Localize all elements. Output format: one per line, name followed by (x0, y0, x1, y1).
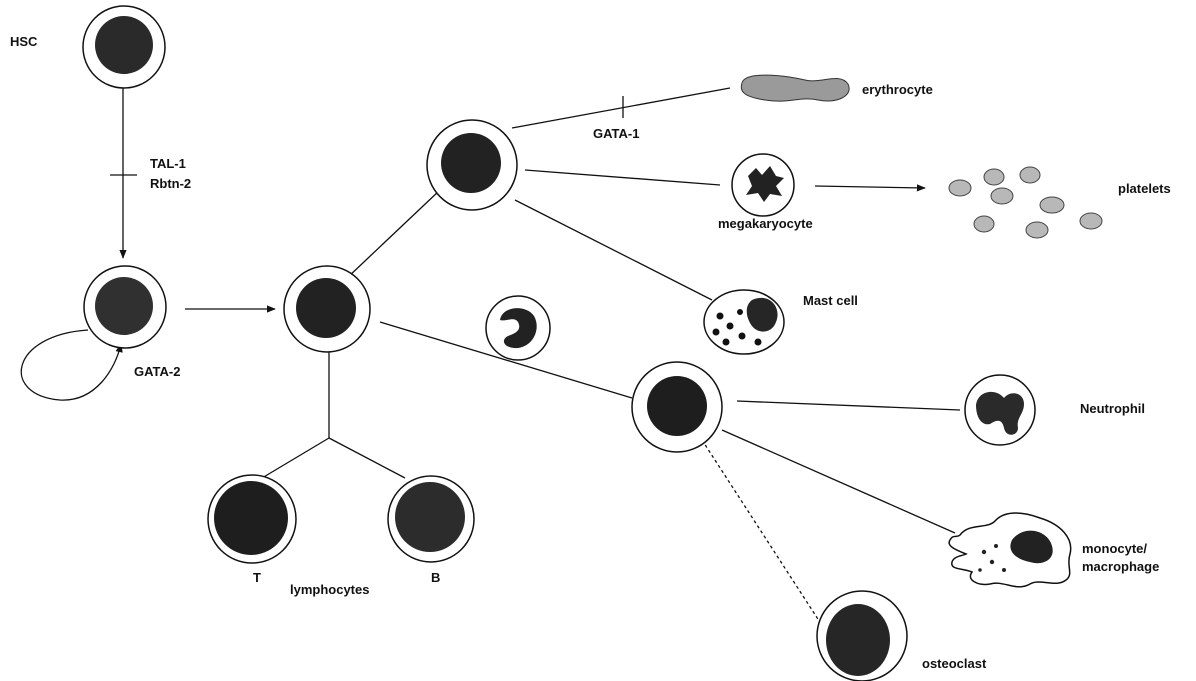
band-cell (486, 296, 550, 360)
mep-to-megakaryocyte-line (525, 170, 720, 185)
gata1-label: GATA-1 (593, 126, 639, 142)
monocyte-label: monocyte/ (1082, 541, 1147, 557)
gmp-to-neutrophil-line (737, 401, 960, 410)
neutrophil-label: Neutrophil (1080, 401, 1145, 417)
gmp-cell (632, 362, 722, 452)
gmp-to-osteoclast-dotted-line (702, 440, 825, 630)
t-label: T (253, 570, 261, 586)
gmp-to-monocyte-line (722, 430, 955, 533)
hsc-label: HSC (10, 34, 37, 50)
mast-cell (704, 290, 784, 354)
neutrophil-cell (965, 375, 1035, 445)
lymphocytes-label: lymphocytes (290, 582, 369, 598)
tal1-label: TAL-1 (150, 156, 186, 172)
lymphoid-to-b-line (329, 438, 405, 478)
erythrocyte-label: erythrocyte (862, 82, 933, 98)
macrophage-label: macrophage (1082, 559, 1159, 575)
common-to-mep-line (347, 190, 440, 278)
mep-to-mast-cell-line (515, 200, 712, 300)
megakaryocyte-cell (732, 154, 794, 216)
platelets-cluster (949, 167, 1102, 238)
platelets-label: platelets (1118, 181, 1171, 197)
mast-cell-label: Mast cell (803, 293, 858, 309)
mep-cell (427, 120, 517, 210)
erythrocyte-cell (741, 75, 849, 101)
t-lymphocyte-cell (208, 475, 296, 563)
megakaryocyte-label: megakaryocyte (718, 216, 813, 232)
lymphoid-to-t-line (262, 438, 329, 478)
gata2-progenitor-cell (84, 266, 166, 348)
hsc-cell (83, 6, 165, 88)
b-label: B (431, 570, 440, 586)
megakaryocyte-to-platelets-arrow (815, 186, 925, 188)
osteoclast-label: osteoclast (922, 656, 986, 672)
rbtn2-label: Rbtn-2 (150, 176, 191, 192)
monocyte-macrophage-cell (949, 513, 1071, 587)
b-lymphocyte-cell (388, 476, 474, 562)
gata2-label: GATA-2 (134, 364, 180, 380)
osteoclast-cell (817, 591, 907, 681)
mep-to-erythrocyte-line (512, 88, 730, 128)
common-progenitor-cell (284, 266, 370, 352)
